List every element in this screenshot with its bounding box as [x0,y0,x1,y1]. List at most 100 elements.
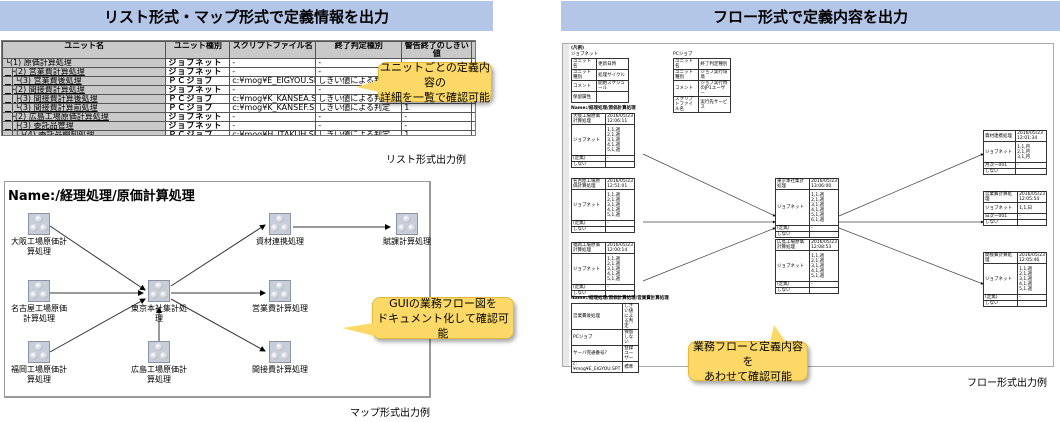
list-cell-name: ├(2) 間接費計算処理 [2,85,167,95]
node-hiroshima[interactable]: 広島工場原価計算処理 [129,341,189,385]
list-cell-script: c:¥mog¥K_KANSEA.SPT [229,94,317,104]
unit-hold: しない [774,231,811,238]
unit-type: ジョブネット [774,250,811,282]
node-tokyo[interactable]: 東京本社集計処理 [129,280,189,324]
list-cell-err: - [471,121,475,131]
list-cell-type: ＰＣジョブ [165,130,231,135]
unit-hold: しない [774,287,811,294]
list-cell-warn: - [401,121,473,131]
node-osaka[interactable]: 大阪工場原価計算処理 [9,213,69,257]
list-header: 終了判定種別 [315,41,403,59]
list-cell-script: - [229,121,317,131]
flow-edges [642,153,984,285]
list-cell-script: - [229,58,317,68]
unit-type: ジョブネット [774,189,811,226]
unit-type: ジョブネット [982,263,1019,295]
list-header: ユニット種別 [165,41,231,59]
cell: 標準 [622,361,639,373]
list-cell-judge: - [315,112,403,122]
node-fuka[interactable]: 賦課計算処理 [377,213,437,247]
list-cell-type: ＰＣジョブ [165,103,231,113]
unit-hold-value [605,290,635,297]
unit-hold-value [1017,300,1047,307]
list-cell-name: └(1) 原価計算処理 [2,58,167,68]
cell: 実行先サービス [698,96,731,113]
unit-name: 間接費計算処理 [982,252,1019,264]
callout-flow-tail [770,325,786,342]
unit-hold-value [605,161,635,168]
legend-pcjob-label: PCジョブ [673,52,693,57]
unit-hold-value [1017,219,1047,226]
node-eigyo[interactable]: 営業費計算処理 [250,280,310,314]
callout-list: ユニットごとの定義内容の 詳細を一覧で確認可能 [378,61,492,104]
cell: c:¥mog¥E_EIGYOU.SPT [570,361,624,373]
list-cell-script: c:¥mog¥E_EIGYOU.SPT [229,76,317,86]
node-fukuoka[interactable]: 福岡工場原価計算処理 [9,341,69,385]
row: スクリプトファイル名実行先サービス [672,96,731,113]
callout-flow-line2: あわせて確認可能 [704,369,792,383]
list-cell-judge: - [315,121,403,131]
list-cell-name: ├(2) 営業費計算処理 [2,67,167,77]
cell: サーバ完通番号? [570,345,624,362]
list-header: 異常終了のしきい値 [471,41,475,59]
unit-hold: しない [982,219,1019,226]
map-edges [49,224,391,353]
row: ユニット名終了判定種別 [672,58,731,70]
flow-sub-title: Name:/経理処理/原価計算処理/営業費計算処理 [571,296,669,301]
unit-hold-value [605,226,635,233]
row: 営業費後処理しきい値による判定 [570,303,639,330]
flow-edge-5 [838,153,984,217]
unit-type: ジョブネット [570,189,607,221]
jobnet-icon [269,280,291,302]
list-cell-script: - [229,112,317,122]
list-cell-script: c:¥mog¥H_ITAKUH.SPT [229,130,317,135]
jobnet-icon [28,341,50,363]
node-zaiko[interactable]: 資材連携処理 [250,213,310,247]
legend-jobnet-label: ジョブネット [571,52,598,57]
callout-list-line2: 詳細を一覧で確認可能 [380,90,490,104]
node-nagoya[interactable]: 名古屋工場原価計算処理 [9,280,69,324]
list-cell-err: 2 [471,130,475,135]
list-cell-judge: しきい値による判定 [315,130,403,135]
legend-pcjob-table: ユニット名終了判定種別ユニット種別ジョブ実行環境コメントジョブ実行時のJP1ユー… [672,58,731,113]
unit-hold-value [1015,168,1047,175]
callout-map-tail [342,323,374,336]
flow-edge-7 [838,227,984,285]
list-cell-name: │└(3) 間接費計算前処理 [2,103,167,113]
unit-hold: しない [982,300,1019,307]
flow-section-title: Name:/経理処理/原価計算処理 [571,106,636,111]
node-kansetsu[interactable]: 間接費計算処理 [250,341,310,375]
unit-cycle: 1,1,日 [1017,202,1047,214]
list-cell-type: ジョブネット [165,58,231,68]
list-cell-name: │└(3) 営業費後処理 [2,76,167,86]
list-cell-type: ジョブネット [165,121,231,131]
unit-hold-value [809,287,839,294]
jobnet-icon [148,280,170,302]
cell: 保留しない [622,329,639,346]
cell: スクリプトファイル名 [672,96,700,113]
list-header: ユニット名 [2,41,167,59]
list-cell-warn: 1 [401,130,473,135]
row: PCジョブ保留しない [570,329,639,346]
